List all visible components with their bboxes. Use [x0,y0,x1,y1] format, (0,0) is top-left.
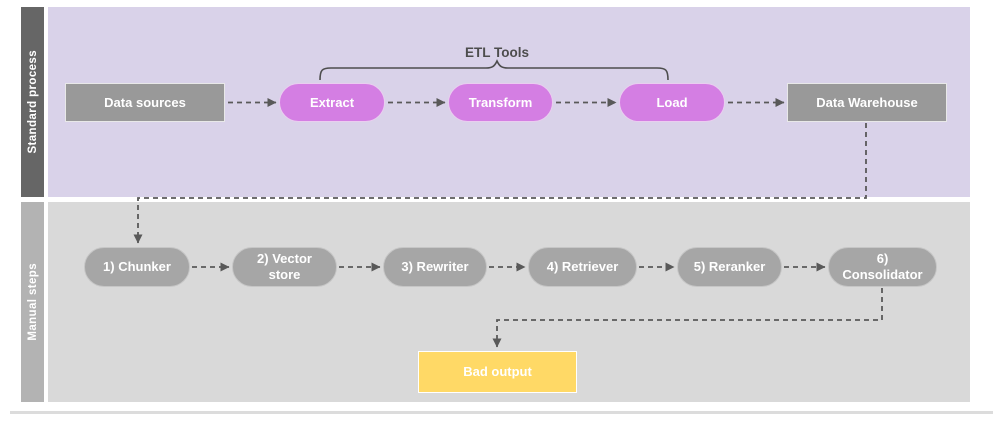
lane-header-standard-process: Standard process [21,7,44,197]
lane-label-manual-steps: Manual steps [26,263,39,341]
node-data-sources: Data sources [65,83,225,122]
node-extract: Extract [279,83,385,122]
node-chunker: 1) Chunker [84,247,190,287]
node-vector-store: 2) Vector store [232,247,337,287]
lane-header-manual-steps: Manual steps [21,202,44,402]
node-bad-output: Bad output [418,351,577,393]
node-data-warehouse: Data Warehouse [787,83,947,122]
etl-tools-label: ETL Tools [465,45,529,60]
node-load: Load [619,83,725,122]
lane-label-standard-process: Standard process [26,50,39,154]
node-rewriter: 3) Rewriter [383,247,487,287]
bottom-divider [10,411,993,414]
node-consolidator: 6) Consolidator [828,247,937,287]
node-retriever: 4) Retriever [528,247,637,287]
node-reranker: 5) Reranker [677,247,782,287]
node-transform: Transform [448,83,553,122]
